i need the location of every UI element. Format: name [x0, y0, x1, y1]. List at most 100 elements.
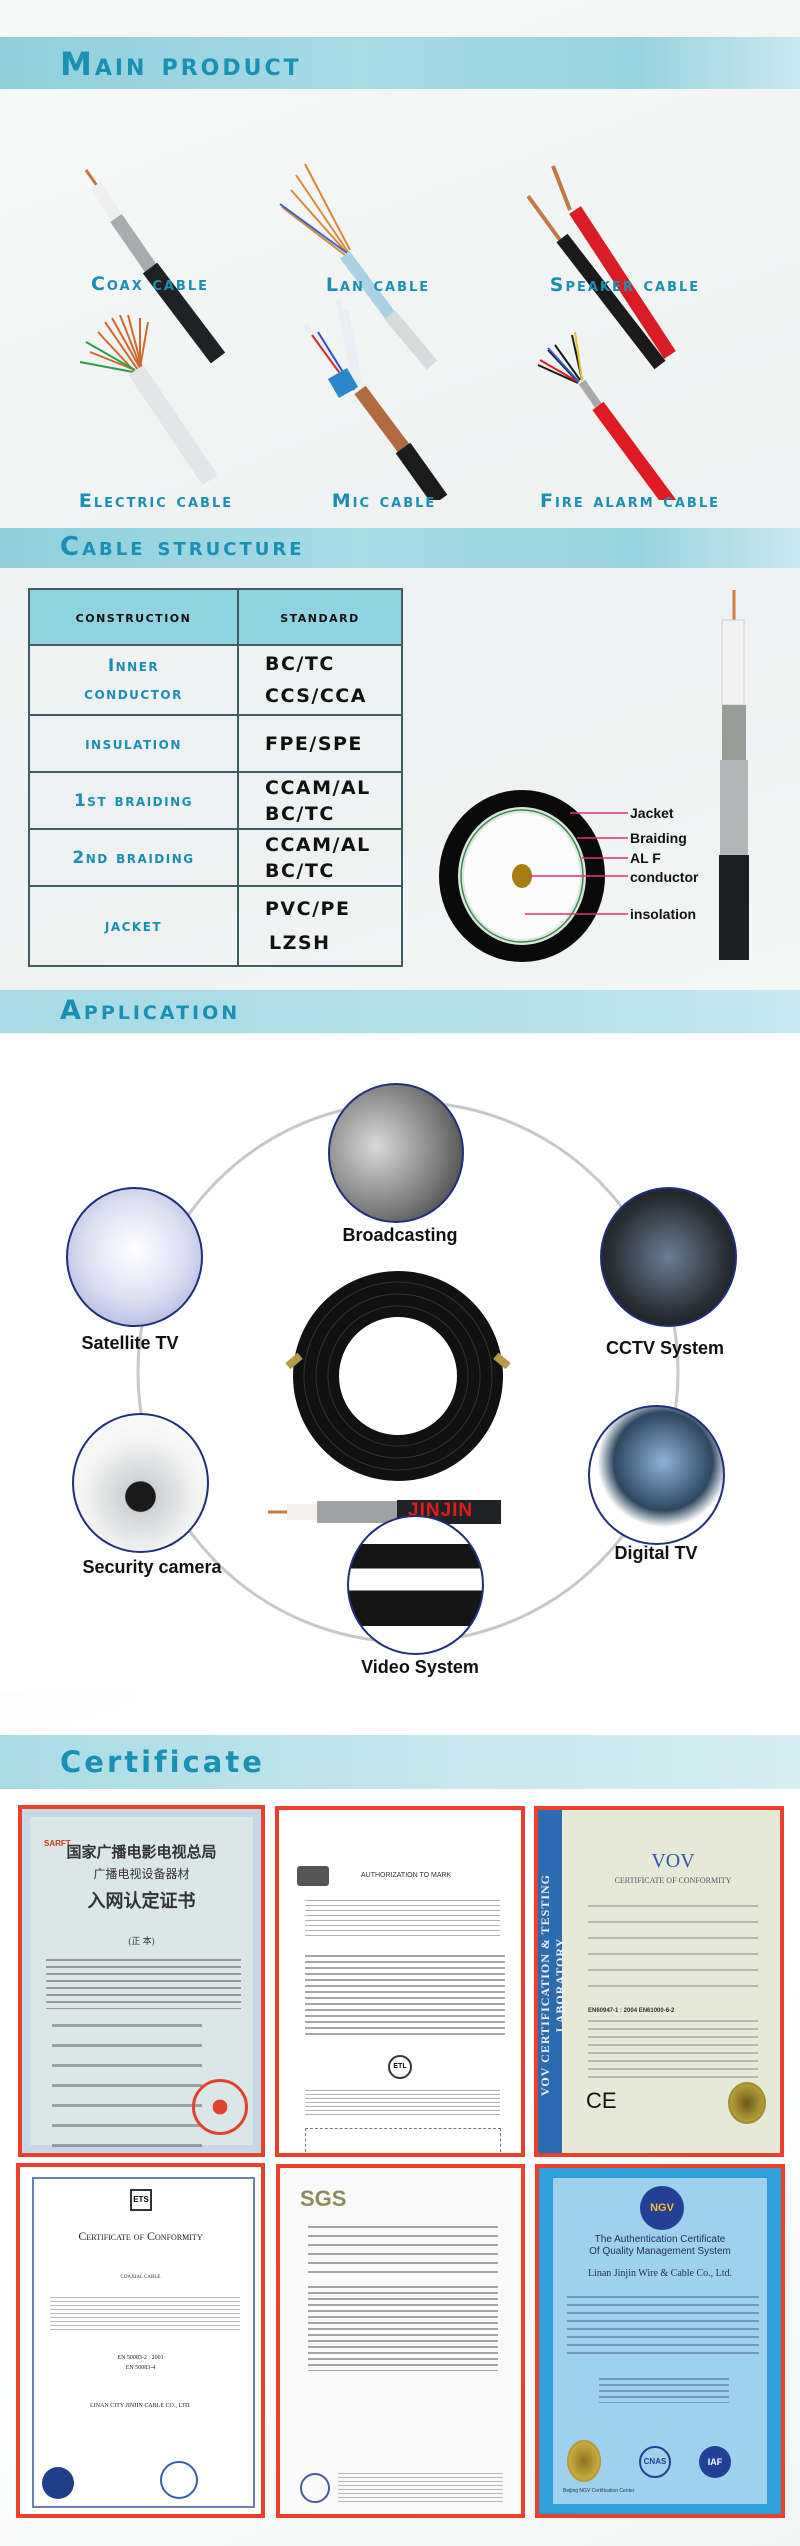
diagram-label-insolation: insolation	[630, 906, 697, 922]
certificate-standard: EN60947-1 : 2004 EN61000-6-2	[588, 2008, 675, 2014]
section-title: Main product	[60, 45, 302, 83]
structure-table: construction standard Inner conductor BC/…	[28, 588, 403, 967]
certificate-issuer: Beijing NGV Certification Center	[563, 2488, 635, 2494]
product-label-fire-alarm: Fire alarm cable	[540, 490, 720, 512]
cnas-logo: CNAS	[639, 2446, 671, 2478]
standard-cell: CCAM/AL	[265, 776, 371, 799]
table-header-row: construction standard	[28, 588, 403, 646]
diagram-label-alf: AL F	[630, 850, 661, 866]
speaker-cable-image	[526, 165, 676, 370]
section-title: Application	[60, 995, 241, 1026]
sgs-logo: SGS	[300, 2186, 347, 2211]
fire-alarm-cable-image	[537, 331, 677, 500]
security-camera-image	[72, 1413, 209, 1553]
certificate-ngv[interactable]: NGV The Authentication Certificate Of Qu…	[535, 2164, 785, 2518]
application-label-security-camera: Security camera	[82, 1557, 222, 1577]
application-label-video-system: Video System	[361, 1657, 479, 1677]
main-product-header: Main product	[0, 37, 800, 89]
column-header: standard	[237, 588, 403, 646]
section-title: Certificate	[60, 1745, 265, 1779]
etl-mark-icon: ETL	[388, 2055, 412, 2079]
standard-cell: CCS/CCA	[265, 685, 367, 707]
product-images	[79, 163, 677, 500]
column-header: construction	[28, 588, 239, 646]
coax-cross-section-diagram	[439, 590, 749, 962]
product-label-speaker: Speaker cable	[549, 274, 701, 296]
table-row: jacket PVC/PE LZSH	[28, 885, 403, 967]
ce-mark-icon: CE	[586, 2088, 617, 2113]
certificate-heading: 入网认定证书	[87, 1891, 196, 1911]
sarft-logo: SARFT	[44, 1839, 71, 1848]
certificate-sarft[interactable]: SARFT 国家广播电影电视总局 广播电视设备器材 入网认定证书 (正 本)	[18, 1805, 265, 2157]
application-label-cctv-system: CCTV System	[605, 1338, 725, 1358]
certificate-etl[interactable]: AUTHORIZATION TO MARK ETL	[275, 1806, 525, 2157]
certificate-product: COAXIAL CABLE	[120, 2275, 161, 2280]
lan-cable-image	[279, 163, 438, 370]
product-label-electric: Electric cable	[78, 490, 234, 512]
diagram-label-braiding: Braiding	[630, 830, 687, 846]
digital-tv-image	[588, 1405, 725, 1545]
section-title: Cable structure	[60, 532, 305, 562]
application-header: Application	[0, 990, 800, 1033]
construction-cell: 2nd braiding	[72, 847, 195, 868]
certificate-subtitle: 广播电视设备器材	[93, 1867, 190, 1881]
table-row: Inner conductor BC/TC CCS/CCA	[28, 644, 403, 716]
application-label-satellite-tv: Satellite TV	[81, 1333, 179, 1353]
electric-cable-image	[79, 314, 218, 486]
product-label-coax: Coax cable	[90, 273, 210, 295]
certificate-copy-label: (正 本)	[128, 1936, 155, 1946]
construction-cell: jacket	[104, 916, 163, 936]
satellite-tv-image	[66, 1187, 203, 1327]
coax-cable-image	[84, 169, 226, 364]
vov-logo: VOV	[651, 1850, 695, 1872]
standard-cell: BC/TC	[265, 653, 335, 675]
certificate-title: CERTIFICATE OF CONFORMITY	[614, 1876, 732, 1885]
certificate-title: Of Quality Management System	[589, 2246, 731, 2257]
intertek-logo	[297, 1866, 329, 1886]
certificate-company: Linan Jinjin Wire & Cable Co., Ltd.	[587, 2268, 733, 2279]
video-system-image	[347, 1515, 484, 1655]
diagram-label-jacket: Jacket	[630, 805, 674, 821]
certificate-standard: EN 50083-4	[125, 2365, 156, 2371]
iaf-logo: IAF	[699, 2446, 731, 2478]
cable-structure-header: Cable structure	[0, 528, 800, 568]
standard-cell: LZSH	[269, 932, 331, 954]
application-label-broadcasting: Broadcasting	[342, 1225, 458, 1245]
ngv-logo: NGV	[640, 2186, 684, 2230]
gold-seal-icon	[567, 2440, 601, 2482]
certificate-vov[interactable]: VOV CERTIFICATION & TESTING LABORATORY V…	[534, 1806, 784, 2157]
red-seal-icon	[192, 2079, 248, 2135]
construction-cell: insulation	[85, 733, 182, 754]
vertical-coax-image	[719, 590, 749, 960]
certificate-title: 国家广播电影电视总局	[66, 1845, 217, 1861]
standard-cell: BC/TC	[265, 802, 335, 825]
broadcasting-image	[328, 1083, 464, 1223]
certificate-holder: LINAN CITY JINJIN CABLE CO., LTD.	[90, 2403, 191, 2409]
certificate-title: The Authentication Certificate	[594, 2234, 726, 2245]
standard-cell: FPE/SPE	[265, 732, 363, 755]
certificate-standard: EN 50083-2 : 2001	[117, 2355, 164, 2361]
gold-seal-icon	[728, 2082, 766, 2124]
vov-side-text: VOV CERTIFICATION & TESTING LABORATORY	[538, 1873, 567, 2097]
ets-seal-icon	[42, 2467, 74, 2499]
cable-coil-image	[285, 1271, 511, 1481]
construction-cell: conductor	[84, 684, 183, 704]
certificate-title: Certificate of Conformity	[78, 2229, 203, 2243]
diagram-label-conductor: conductor	[630, 869, 699, 885]
sgs-stamp-icon	[300, 2473, 330, 2503]
certificate-title: AUTHORIZATION TO MARK	[361, 1872, 452, 1879]
certificate-header: Certificate	[0, 1735, 800, 1789]
application-label-digital-tv: Digital TV	[614, 1543, 698, 1563]
product-label-lan: Lan cable	[325, 274, 431, 296]
construction-cell: 1st braiding	[73, 790, 194, 811]
product-label-mic: Mic cable	[331, 490, 437, 512]
ets-logo: ETS	[130, 2189, 152, 2211]
certificate-ets[interactable]: ETS Certificate of Conformity COAXIAL CA…	[16, 2163, 265, 2518]
table-row: insulation FPE/SPE	[28, 714, 403, 773]
certificate-sgs[interactable]: SGS	[276, 2164, 525, 2518]
ets-stamp-icon	[160, 2461, 198, 2499]
construction-cell: Inner	[107, 656, 160, 676]
table-row: 1st braiding CCAM/AL BC/TC	[28, 771, 403, 830]
standard-cell: PVC/PE	[265, 898, 351, 920]
